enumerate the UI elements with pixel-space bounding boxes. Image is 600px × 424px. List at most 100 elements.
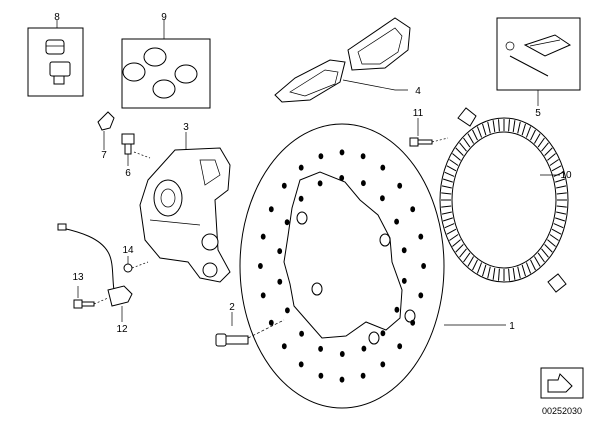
part-12-abs-sensor <box>57 223 133 322</box>
callout-13: 13 <box>72 272 84 283</box>
ring-tooth <box>544 244 553 253</box>
disc-hole <box>380 361 386 368</box>
callout-1: 1 <box>509 321 515 332</box>
callout-10: 10 <box>560 170 572 181</box>
disc-hole <box>380 164 386 171</box>
part-9-seal-rings <box>121 20 211 109</box>
ring-tooth <box>449 159 459 166</box>
ring-tooth <box>442 178 453 183</box>
callout-6: 6 <box>125 168 131 179</box>
ring-tooth <box>530 129 536 141</box>
disc-hole <box>360 153 366 160</box>
disc-hole <box>339 175 345 181</box>
ring-tooth <box>498 119 500 132</box>
ring-tooth <box>533 256 541 267</box>
ring-tooth <box>472 259 478 271</box>
ring-tooth <box>551 165 562 172</box>
ring-tooth <box>533 133 541 144</box>
ring-tooth <box>482 264 487 277</box>
ring-tooth <box>517 121 521 134</box>
ring-tooth <box>441 211 452 215</box>
ring-tooth <box>498 268 500 281</box>
disc-hole <box>318 372 324 379</box>
disc-hole <box>380 330 386 337</box>
ring-tooth <box>459 248 467 258</box>
disc-hole <box>268 206 274 213</box>
disc-hole <box>318 153 324 160</box>
disc-hole <box>380 195 385 202</box>
disc-hole <box>339 351 345 357</box>
callout-14: 14 <box>122 245 134 256</box>
disc-hole <box>361 180 366 187</box>
ring-tooth <box>556 211 567 215</box>
ring-tooth <box>521 123 526 136</box>
disc-hole <box>298 164 304 171</box>
ring-tooth <box>556 192 567 195</box>
ring-tooth <box>549 159 559 166</box>
callout-7: 7 <box>101 150 107 161</box>
disc-hole <box>285 307 290 314</box>
disc-hole <box>397 343 403 350</box>
ring-tooth <box>512 267 516 280</box>
disc-hole <box>401 247 407 254</box>
callout-3: 3 <box>183 122 189 133</box>
part-4-brake-pads <box>274 17 411 103</box>
ring-tooth <box>537 137 545 148</box>
disc-hole <box>284 219 290 226</box>
ring-tooth <box>544 147 553 156</box>
disc-hole <box>394 306 400 313</box>
disc-hole <box>339 376 345 383</box>
callout-2: 2 <box>229 302 235 313</box>
ring-tooth <box>492 267 496 280</box>
callout-8: 8 <box>54 12 60 23</box>
part-5-pad-pin-spring <box>496 17 581 106</box>
callout-4: 4 <box>415 86 421 97</box>
disc-hole <box>277 278 283 285</box>
ring-tooth <box>541 248 549 258</box>
ring-tooth <box>508 268 510 281</box>
ring-tooth <box>537 252 545 263</box>
ring-tooth <box>508 119 510 132</box>
disc-hole <box>418 233 424 240</box>
ring-tooth <box>463 137 471 148</box>
disc-hole <box>281 343 287 350</box>
disc-hole <box>339 149 345 156</box>
ring-tooth <box>525 126 532 138</box>
disc-hole <box>258 263 263 269</box>
ring-tooth <box>472 129 478 141</box>
part-3-brake-caliper <box>139 132 231 283</box>
disc-holes <box>258 149 426 383</box>
part-6-bleeder-screw <box>121 133 151 166</box>
disc-hole <box>299 330 304 337</box>
disc-hole <box>298 361 304 368</box>
document-number: 00252030 <box>542 406 582 416</box>
ring-tooth <box>452 239 461 247</box>
disc-hole <box>317 180 323 187</box>
disc-hole <box>401 277 407 284</box>
ring-tooth <box>441 185 452 189</box>
ring-tooth <box>487 121 491 134</box>
ring-tooth <box>549 234 559 241</box>
ring-tooth <box>455 244 464 253</box>
disc-hole <box>281 182 287 189</box>
part-13-sensor-screw <box>73 286 109 309</box>
ring-tooth <box>553 171 564 177</box>
ring-tooth <box>551 228 562 235</box>
ring-tooth <box>530 259 536 271</box>
ring-tooth <box>521 264 526 277</box>
ring-tooth <box>449 234 459 241</box>
part-2-disc-bolt <box>215 312 285 347</box>
ring-tooth <box>452 153 461 161</box>
disc-hole <box>260 292 266 299</box>
ring-tooth <box>556 205 567 208</box>
part-11-screw <box>409 118 449 147</box>
ring-tooth <box>512 120 516 133</box>
ring-tooth <box>441 205 452 208</box>
abs-ring-teeth <box>441 119 567 281</box>
disc-hole <box>318 345 323 352</box>
disc-hole <box>397 182 403 189</box>
part-7-clip <box>97 111 115 150</box>
callout-12: 12 <box>116 324 128 335</box>
disc-hole <box>260 233 266 240</box>
